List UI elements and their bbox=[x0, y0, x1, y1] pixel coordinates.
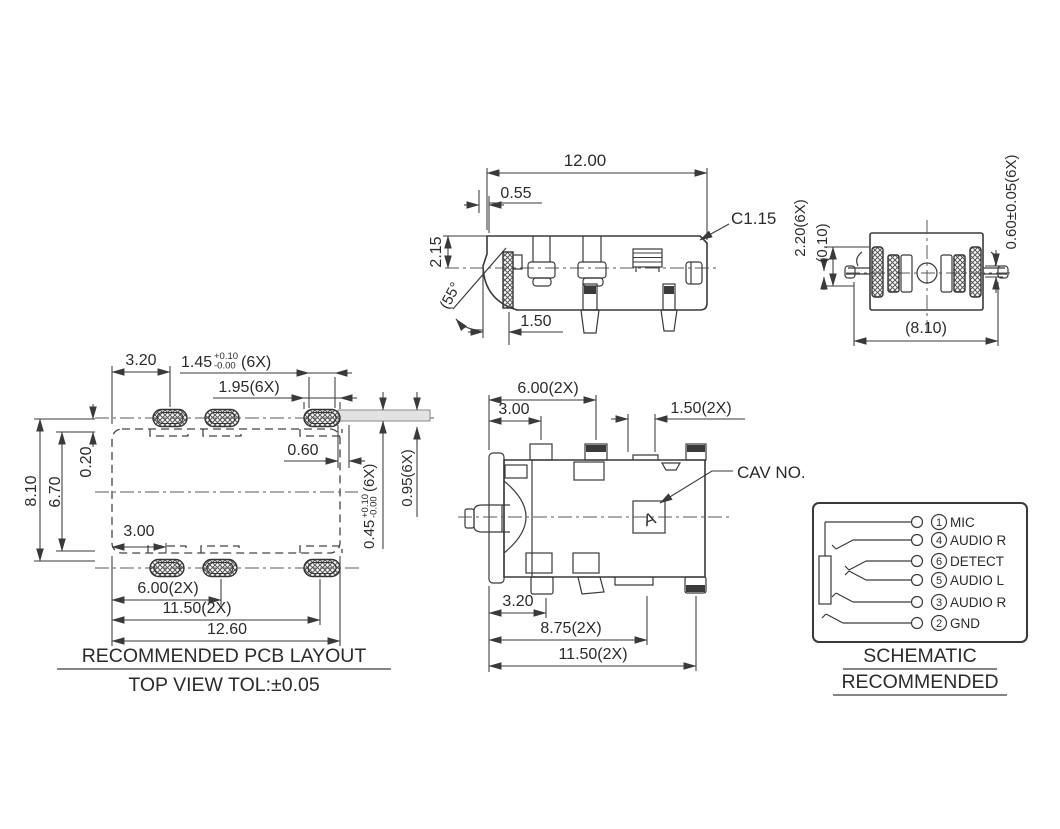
schematic-pin-row: 5 AUDIO L bbox=[844, 570, 1005, 589]
chamfer-callout: C1.15 bbox=[731, 209, 776, 228]
dim-3-20-pcb: 3.20 bbox=[125, 352, 156, 369]
dim-6-00-top: 6.00(2X) bbox=[517, 380, 578, 397]
dim-11-50-top: 11.50(2X) bbox=[558, 646, 627, 663]
pcb-caption-line2: TOP VIEW TOL:±0.05 bbox=[128, 674, 319, 696]
dim-0-95: 0.95(6X) bbox=[399, 449, 416, 507]
pin-number: 5 bbox=[936, 575, 942, 587]
dim-0-45-tol-minus: -0.00 bbox=[369, 496, 380, 518]
top-view: A CAV NO. 6.00(2X) 3.00 1.50(2X) 3.20 8.… bbox=[458, 380, 806, 672]
dim-0-10: (0.10) bbox=[814, 223, 831, 262]
dim-0-45-suffix: (6X) bbox=[361, 464, 378, 492]
dim-1-45-suffix: (6X) bbox=[241, 354, 271, 371]
dim-3-00-top: 3.00 bbox=[498, 401, 529, 418]
dim-6-00-pcb: 6.00(2X) bbox=[137, 580, 198, 597]
dim-6-70: 6.70 bbox=[47, 476, 64, 507]
cav-no-label: CAV NO. bbox=[737, 463, 806, 482]
pin-number: 6 bbox=[936, 556, 942, 568]
dim-1-45-tol-minus: -0.00 bbox=[214, 361, 236, 372]
dim-1-95: 1.95(6X) bbox=[218, 379, 279, 396]
dim-0-20: 0.20 bbox=[78, 446, 95, 477]
dim-0-45-group: 0.45 +0.10 -0.00 (6X) bbox=[360, 464, 380, 549]
dim-3-00-pcb: 3.00 bbox=[123, 523, 154, 540]
schematic-view: 1 MIC 4 AUDIO R 6 DETECT 5 AU bbox=[812, 502, 1028, 696]
dim-0-60: 0.60±0.05(6X) bbox=[1003, 155, 1020, 250]
pin-number: 2 bbox=[936, 618, 942, 630]
pin-label: DETECT bbox=[950, 554, 1004, 569]
dim-1-45-tol-plus: +0.10 bbox=[214, 351, 238, 362]
dim-8-75: 8.75(2X) bbox=[540, 620, 601, 637]
dim-0-60-pcb: 0.60 bbox=[287, 442, 318, 459]
pin-label: MIC bbox=[950, 515, 975, 530]
dim-0-55: 0.55 bbox=[500, 185, 531, 202]
schematic-pin-row: 2 GND bbox=[821, 613, 980, 632]
dim-8-10-span: (8.10) bbox=[905, 320, 947, 337]
pin-label: AUDIO L bbox=[950, 573, 1005, 588]
dim-2-15: 2.15 bbox=[428, 236, 445, 267]
dim-12-60: 12.60 bbox=[207, 621, 247, 638]
schematic-caption-line2: RECOMMENDED bbox=[841, 671, 998, 693]
schematic-pin-row: 6 DETECT bbox=[844, 552, 1004, 571]
dim-8-10-pcb: 8.10 bbox=[23, 475, 40, 506]
cav-mark: A bbox=[641, 508, 659, 530]
pin-number: 4 bbox=[936, 535, 942, 547]
dim-1-45: 1.45 bbox=[181, 354, 212, 371]
side-view: 12.00 0.55 2.15 (55° 1.50 C1.15 bbox=[428, 151, 776, 345]
pin-number: 3 bbox=[936, 597, 942, 609]
dim-0-45-tol-plus: +0.10 bbox=[360, 494, 371, 518]
dim-55deg: (55° bbox=[437, 280, 465, 312]
dim-1-50: 1.50 bbox=[520, 313, 551, 330]
dim-1-50-top: 1.50(2X) bbox=[670, 400, 731, 417]
pin-label: AUDIO R bbox=[950, 595, 1007, 610]
dim-12-00: 12.00 bbox=[564, 151, 607, 170]
pin-number: 1 bbox=[936, 517, 942, 529]
dim-0-45: 0.45 bbox=[361, 520, 378, 549]
dim-2-20: 2.20(6X) bbox=[792, 199, 809, 257]
dim-3-20-top: 3.20 bbox=[502, 593, 533, 610]
schematic-pin-row: 3 AUDIO R bbox=[831, 592, 1007, 611]
pcb-caption-line1: RECOMMENDED PCB LAYOUT bbox=[82, 645, 367, 667]
pin-label: AUDIO R bbox=[950, 533, 1007, 548]
schematic-pin-row: 4 AUDIO R bbox=[831, 531, 1007, 550]
end-view: 2.20(6X) (0.10) 0.60±0.05(6X) (8.10) bbox=[792, 155, 1020, 346]
pin-label: GND bbox=[950, 616, 980, 631]
pcb-layout-view: 3.20 1.45 +0.10 -0.00 (6X) 1.95(6X) 8.10… bbox=[23, 351, 438, 696]
schematic-caption-line1: SCHEMATIC bbox=[863, 645, 976, 667]
dim-11-50-pcb: 11.50(2X) bbox=[162, 600, 231, 617]
schematic-pin-row: 1 MIC bbox=[825, 513, 975, 531]
